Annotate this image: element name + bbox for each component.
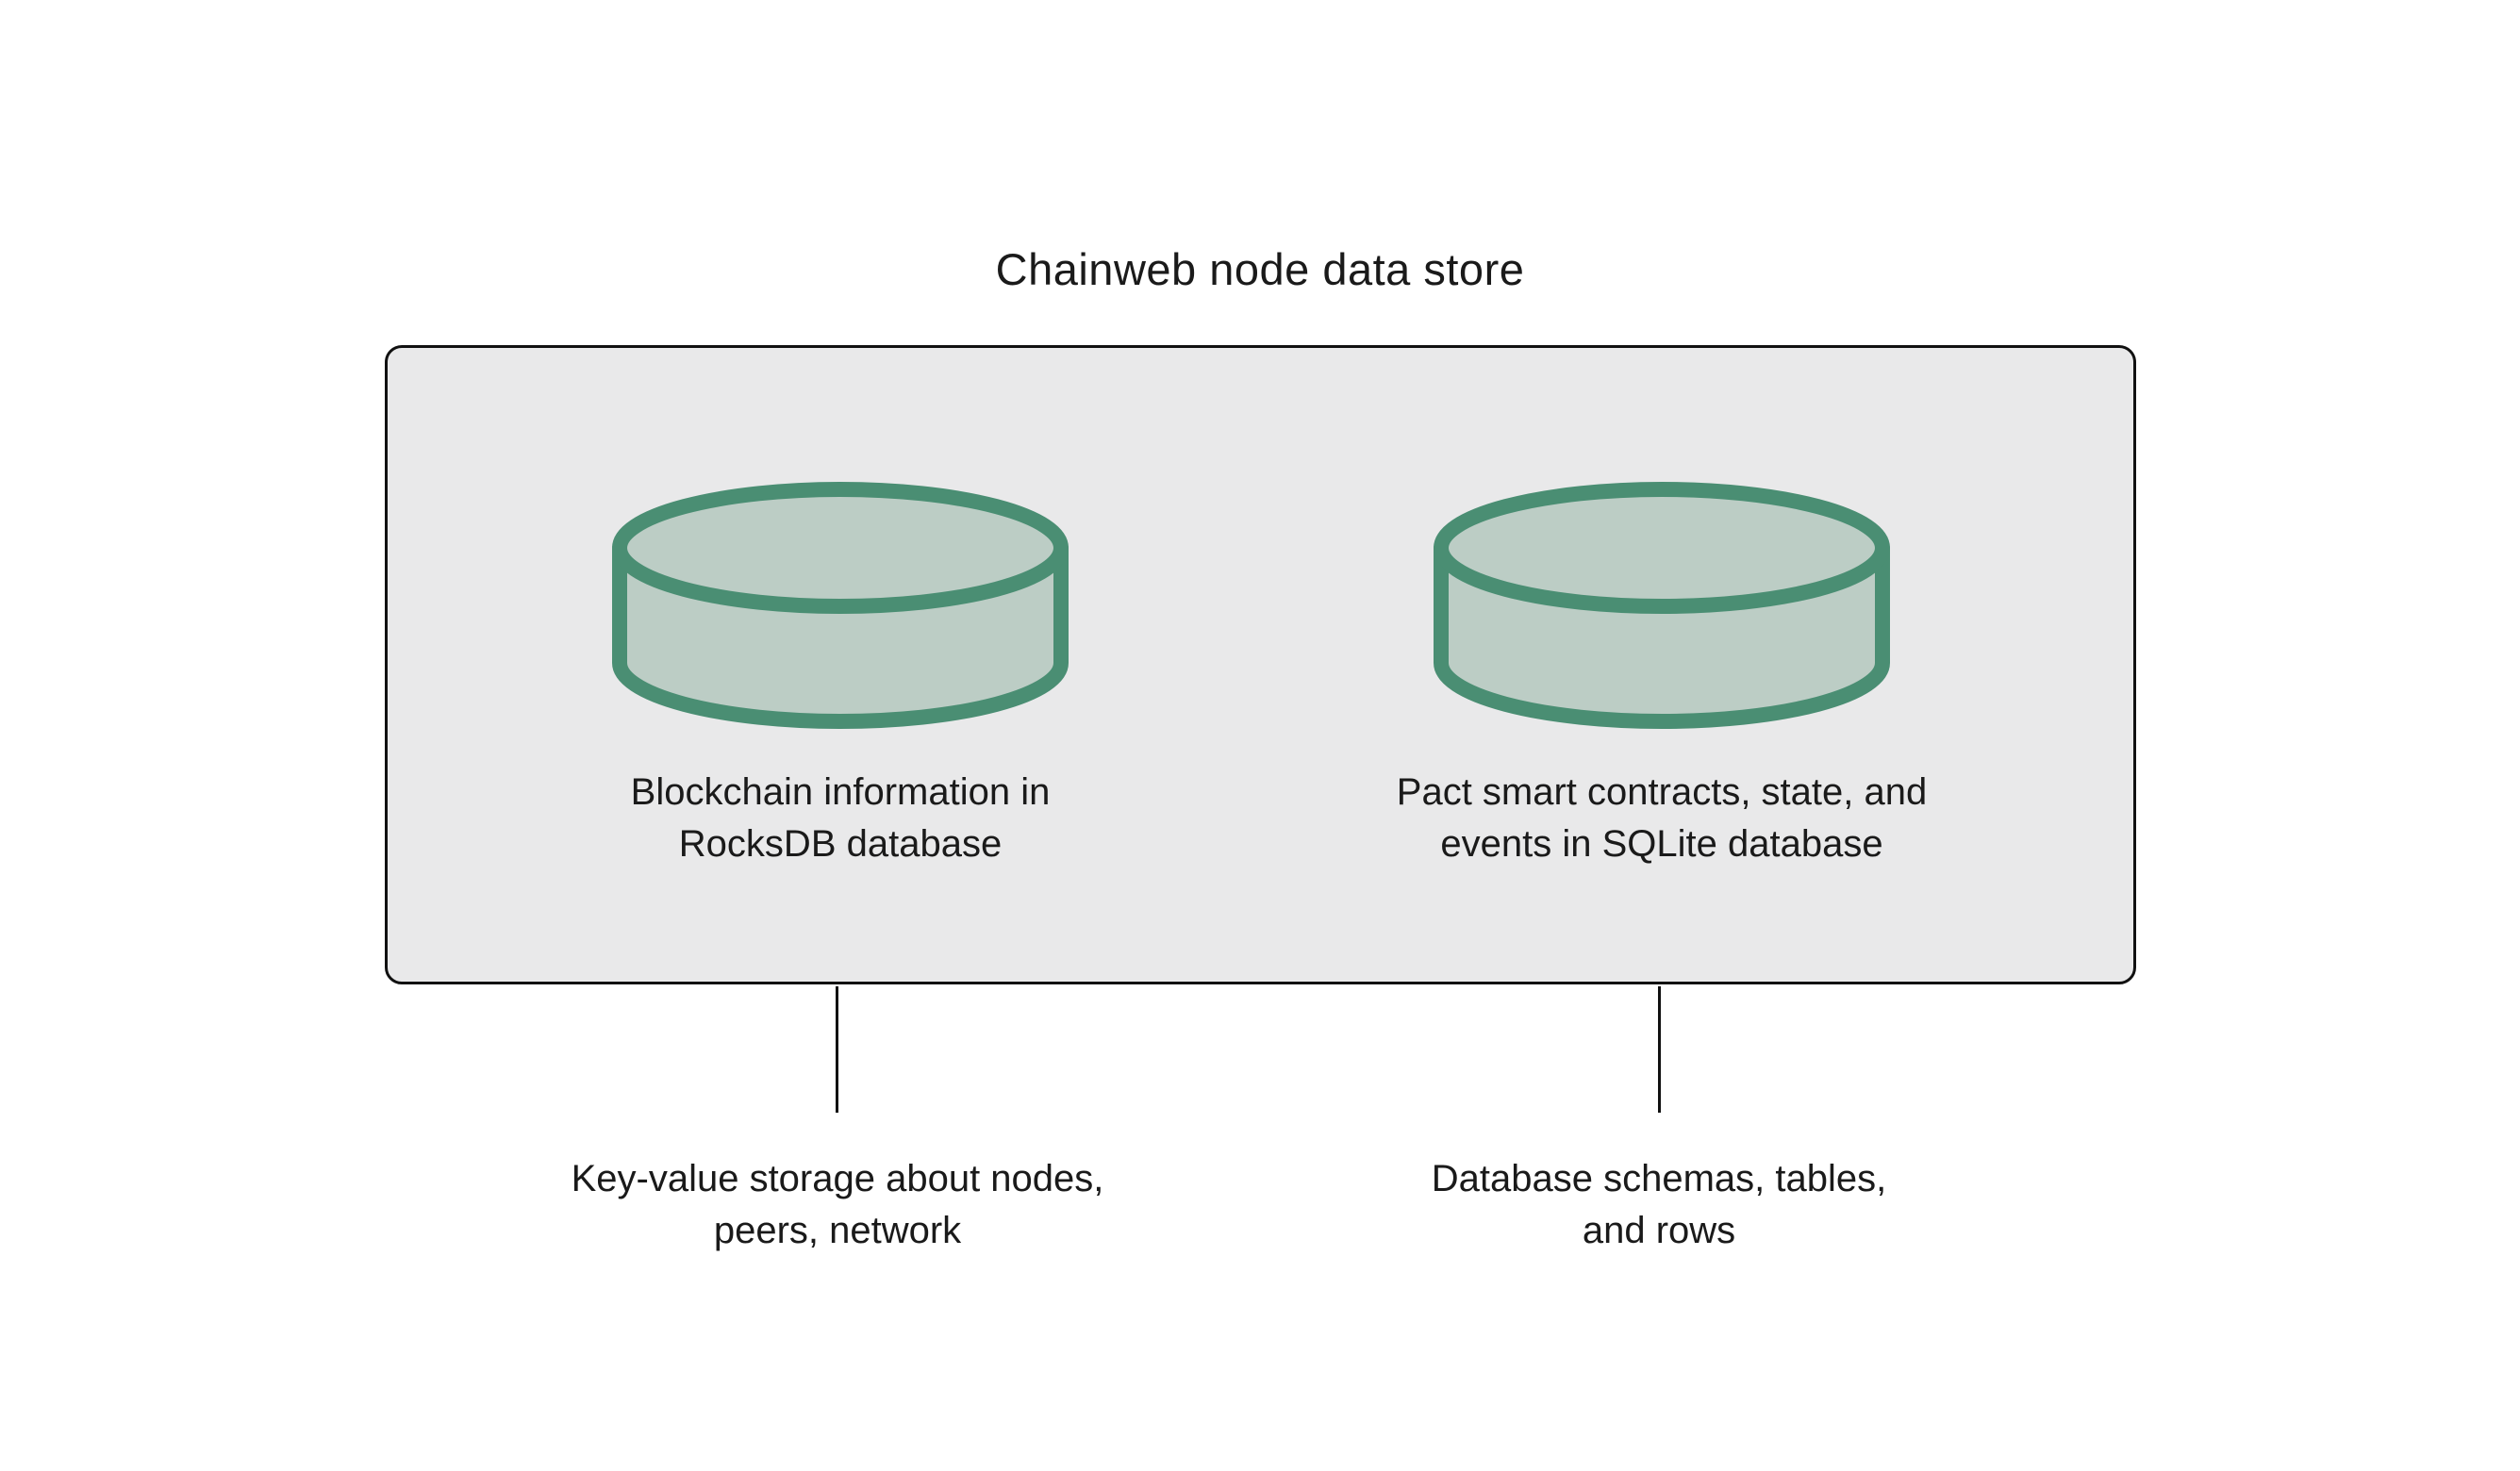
sqlite-connector-line bbox=[1658, 986, 1661, 1113]
diagram-title: Chainweb node data store bbox=[995, 244, 1525, 294]
rocksdb-annotation: Key-value storage about nodes, peers, ne… bbox=[571, 1158, 1104, 1251]
database-cylinder-icon bbox=[605, 474, 1076, 738]
rocksdb-connector-line bbox=[836, 986, 838, 1113]
rocksdb-caption: Blockchain information in RocksDB databa… bbox=[630, 771, 1051, 865]
data-store-box: Blockchain information in RocksDB databa… bbox=[385, 345, 2136, 984]
sqlite-annotation: Database schemas, tables, and rows bbox=[1431, 1158, 1887, 1251]
database-cylinder-icon bbox=[1426, 474, 1898, 738]
sqlite-caption: Pact smart contracts, state, and events … bbox=[1396, 771, 1928, 865]
